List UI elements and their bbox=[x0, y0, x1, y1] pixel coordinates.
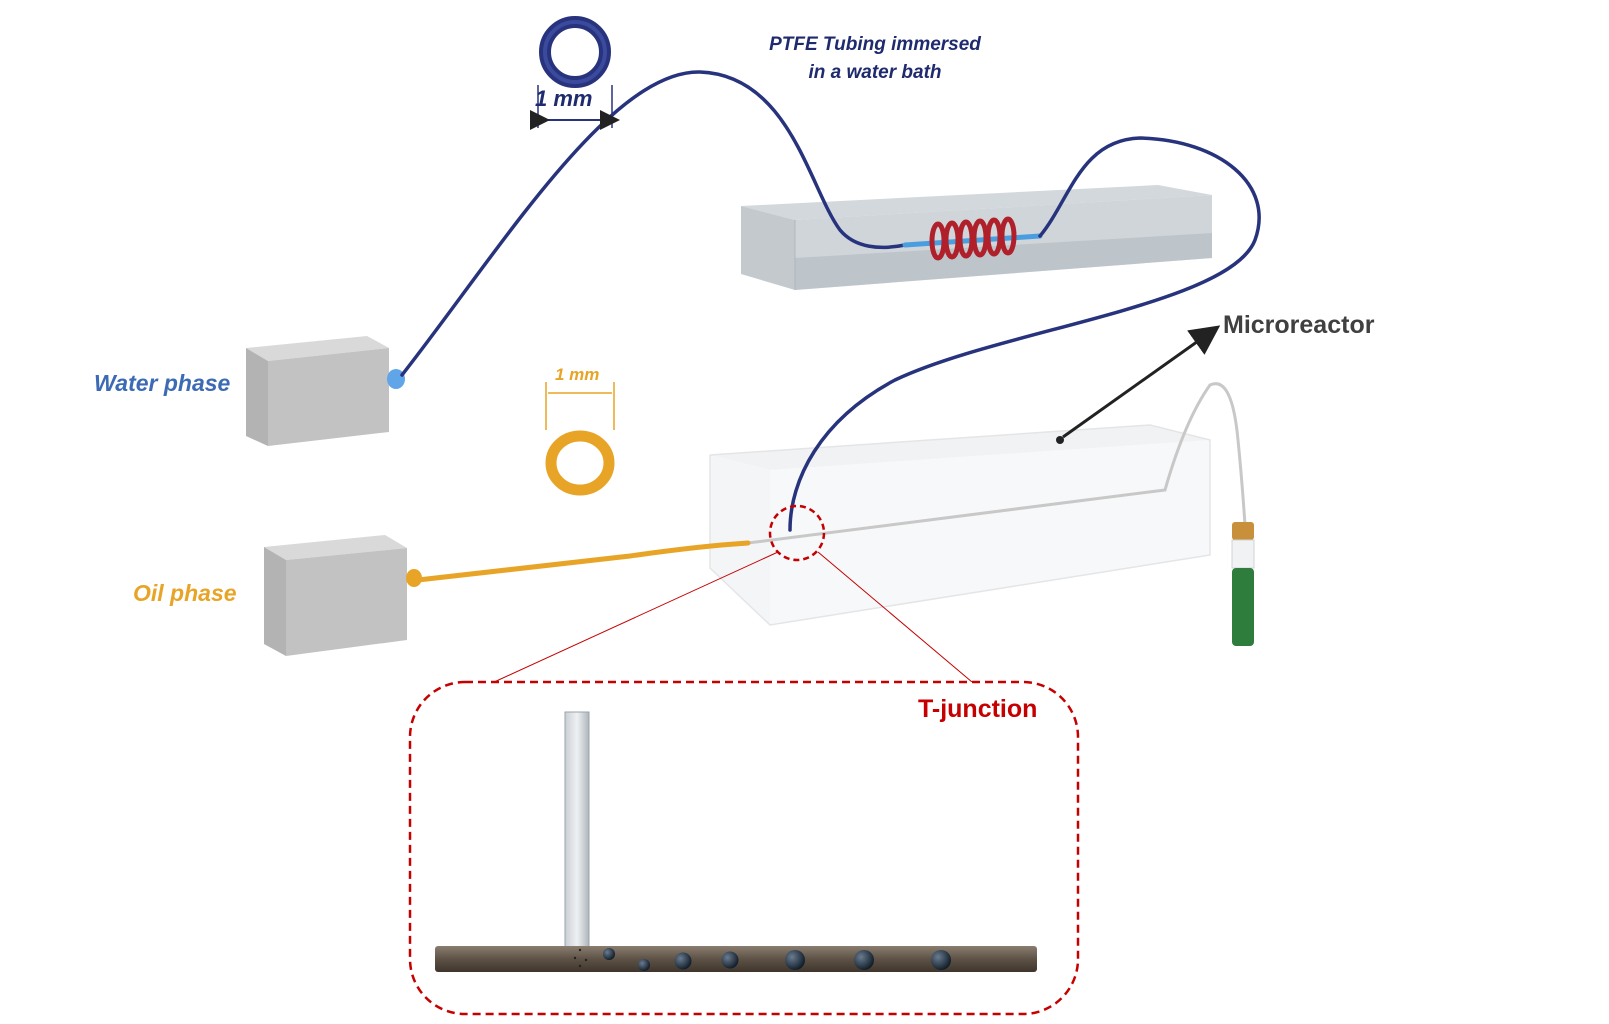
water-bath bbox=[741, 185, 1212, 290]
tube-cross-section-water bbox=[530, 16, 620, 130]
collection-vial bbox=[1231, 522, 1255, 646]
vertical-inlet-tube bbox=[564, 711, 590, 948]
water-tube-return bbox=[788, 136, 1261, 532]
t-junction-label: T-junction bbox=[918, 695, 1038, 723]
ptfe-label-line-2: in a water bath bbox=[808, 62, 942, 83]
tube-cross-section-oil bbox=[545, 382, 615, 496]
oil-pump bbox=[264, 535, 407, 656]
water-pump-outlet bbox=[387, 369, 405, 389]
ptfe-label-line-1: PTFE Tubing immersed bbox=[769, 34, 981, 55]
microreactor-channel bbox=[747, 382, 1247, 545]
ptfe-tubing-label: PTFE Tubing immersed in a water bath bbox=[755, 31, 995, 87]
droplets bbox=[603, 948, 951, 971]
microreactor-pointer bbox=[1062, 325, 1221, 439]
microreactor-label: Microreactor bbox=[1223, 311, 1375, 339]
tube-size-label-water: 1 mm bbox=[535, 86, 593, 111]
zoom-line-right bbox=[817, 551, 973, 683]
water-phase-label: Water phase bbox=[94, 370, 231, 396]
oil-pump-outlet bbox=[406, 569, 422, 587]
zoom-line-left bbox=[491, 551, 779, 684]
tube-size-label-oil: 1 mm bbox=[555, 365, 600, 384]
water-pump bbox=[246, 336, 389, 446]
t-junction-zoom bbox=[408, 680, 1080, 1016]
oil-phase-label: Oil phase bbox=[133, 580, 237, 606]
heating-coil bbox=[929, 216, 1017, 261]
oil-tube bbox=[415, 540, 751, 583]
microreactor-pointer-dot bbox=[1056, 436, 1064, 444]
t-junction-highlight bbox=[768, 504, 826, 562]
microreactor-block bbox=[709, 424, 1211, 626]
water-tube bbox=[400, 70, 907, 377]
dispersed-points bbox=[573, 948, 588, 968]
